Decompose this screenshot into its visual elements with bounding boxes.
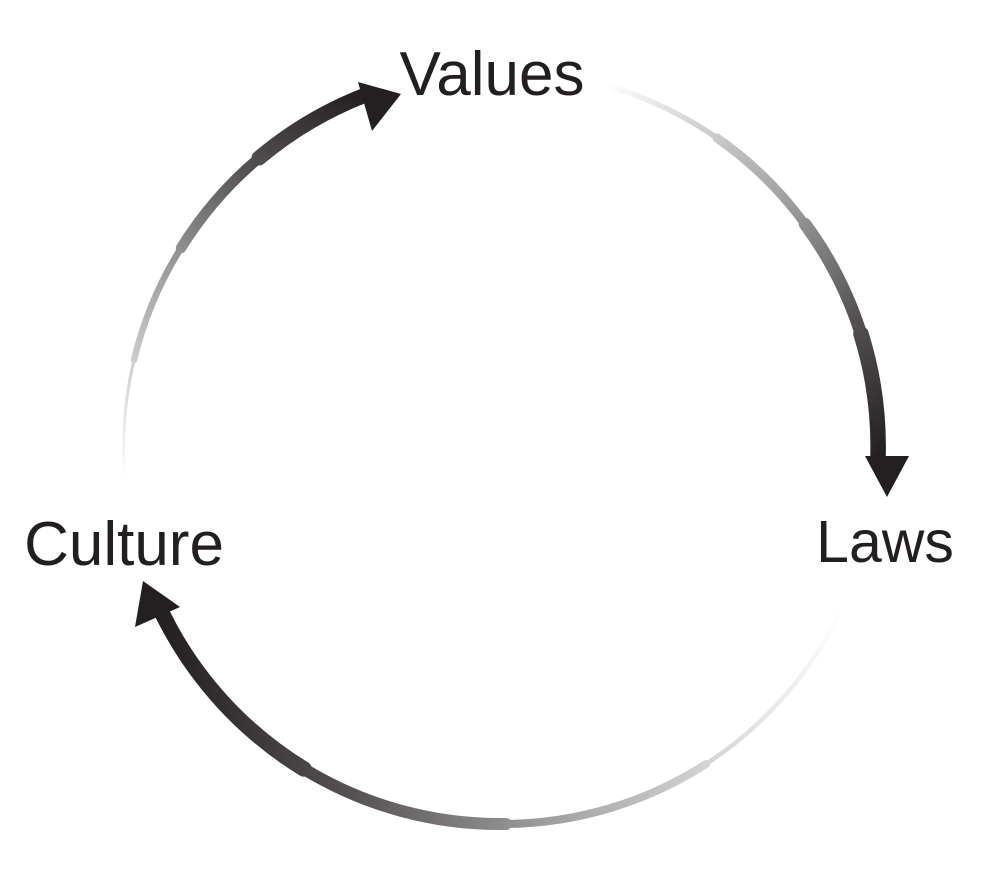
node-label-values: Values — [400, 40, 585, 109]
arc-segment — [130, 244, 185, 364]
node-label-culture: Culture — [24, 510, 224, 579]
arc-segment — [298, 763, 512, 831]
arc-segment — [155, 607, 312, 777]
arc-segment — [175, 152, 265, 254]
arrowhead-to-values — [358, 82, 401, 131]
arc-culture-to-values — [122, 82, 401, 482]
arc-segment — [798, 217, 868, 341]
arc-segment — [712, 133, 810, 229]
arc-laws-to-culture — [135, 581, 846, 831]
node-label-laws: Laws — [816, 509, 954, 575]
arc-segment — [502, 760, 710, 828]
arc-segment — [251, 88, 371, 166]
arc-segment — [602, 82, 720, 141]
arc-segment — [853, 326, 886, 465]
arc-segment — [703, 603, 846, 767]
arrowhead-to-culture — [135, 581, 180, 627]
arrowhead-to-laws — [865, 456, 909, 497]
arc-segment — [122, 358, 136, 482]
arc-values-to-laws — [602, 82, 909, 497]
